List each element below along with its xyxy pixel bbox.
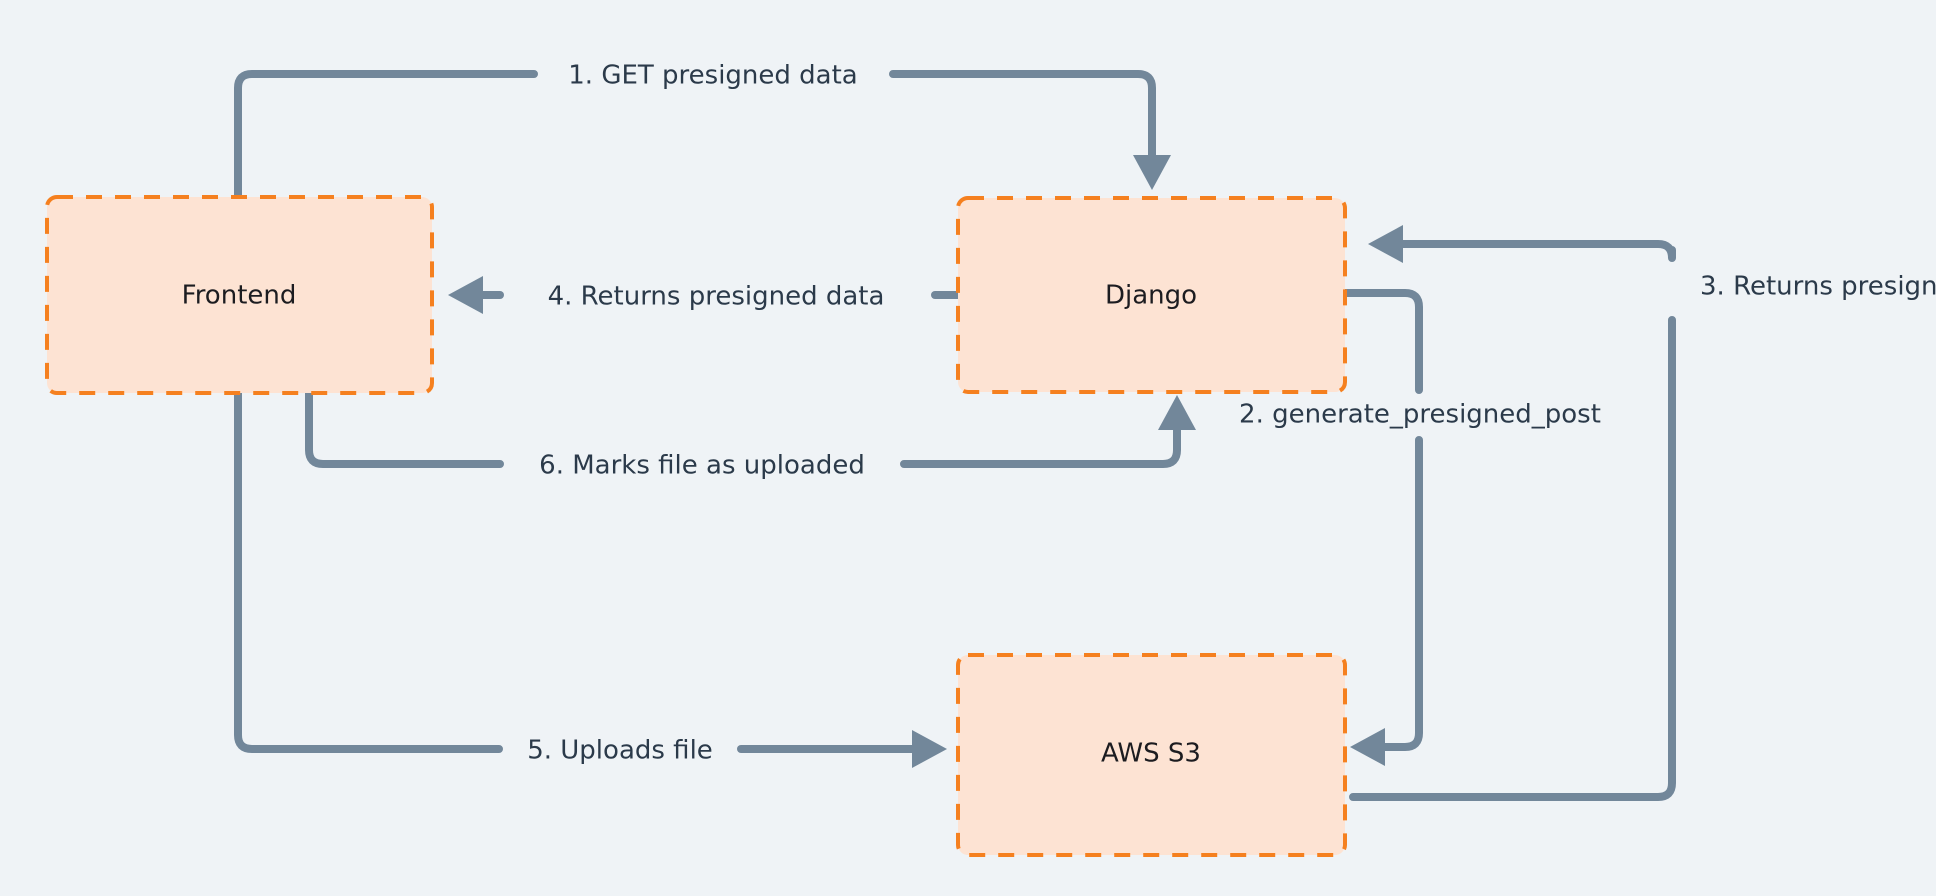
edge-4-label: 4. Returns presigned data [548, 282, 885, 312]
node-django[interactable]: Django [956, 196, 1347, 394]
edge-1-label: 1. GET presigned data [568, 61, 858, 91]
edge-5-segment-left [234, 389, 503, 753]
edge-3-arrowhead [1368, 225, 1403, 263]
edge-2-segment-bottom [1374, 436, 1423, 751]
edge-6-label: 6. Marks file as uploaded [539, 451, 865, 481]
edge-4-arrowhead [448, 276, 483, 314]
node-frontend-label: Frontend [182, 281, 297, 311]
node-django-label: Django [1105, 281, 1197, 311]
edge-1-get-presigned-data: 1. GET presigned data [234, 61, 1171, 201]
node-frontend-box[interactable] [45, 195, 434, 395]
edge-5-arrowhead [912, 730, 947, 768]
node-frontend[interactable]: Frontend [45, 195, 434, 395]
edge-2-segment-top [1341, 289, 1423, 394]
node-aws-s3-box[interactable] [956, 653, 1347, 857]
edge-1-segment-left [234, 70, 538, 201]
edge-6-marks-file-as-uploaded: 6. Marks file as uploaded [305, 389, 1196, 481]
edge-3-segment-upper [1398, 240, 1676, 262]
edge-3-label: 3. Returns presigned data [1700, 272, 1936, 302]
edge-1-arrowhead [1133, 155, 1171, 190]
node-aws-s3[interactable]: AWS S3 [956, 653, 1347, 857]
edge-6-segment-right [900, 421, 1181, 468]
edge-1-segment-right [889, 70, 1156, 164]
edge-3-returns-presigned-data: 3. Returns presigned data [1349, 225, 1936, 801]
edge-6-arrowhead [1158, 395, 1196, 430]
edge-5-label: 5. Uploads file [527, 736, 713, 766]
edge-3-segment-lower [1349, 316, 1676, 801]
edge-4-returns-presigned-data: 4. Returns presigned data [448, 276, 962, 314]
edge-2-generate-presigned-post: 2. generate_presigned_post [1239, 289, 1601, 766]
edge-5-uploads-file: 5. Uploads file [234, 389, 947, 768]
node-django-box[interactable] [956, 196, 1347, 394]
edge-2-arrowhead [1350, 728, 1385, 766]
edge-6-segment-left [305, 389, 504, 468]
node-aws-s3-label: AWS S3 [1101, 739, 1201, 769]
edge-2-label: 2. generate_presigned_post [1239, 400, 1601, 430]
